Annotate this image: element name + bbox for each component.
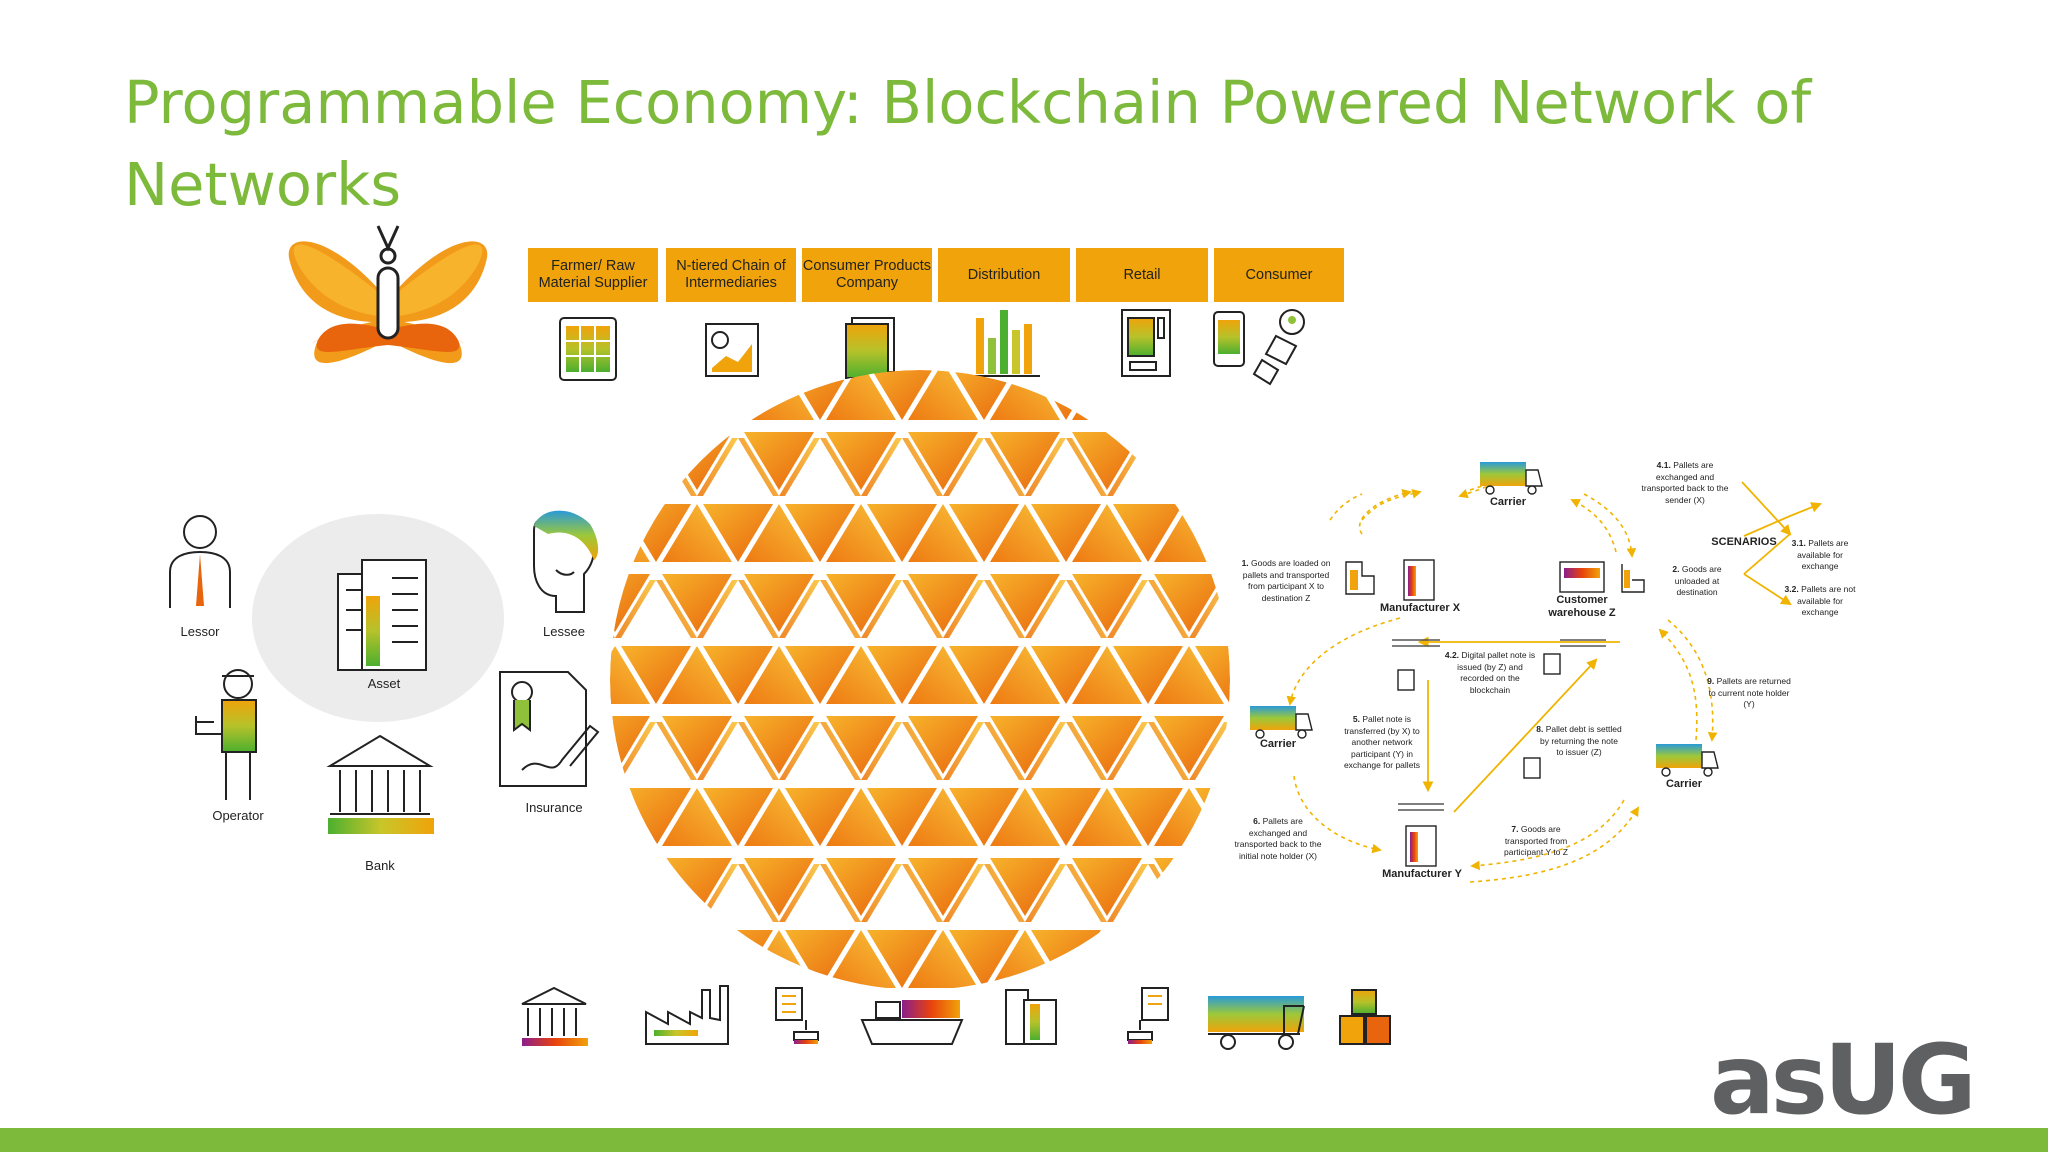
blockchain-mosaic — [610, 370, 1230, 990]
step-4-1: 4.1. Pallets are exchanged and transport… — [1641, 460, 1729, 505]
office-building-icon — [1005, 989, 1057, 1045]
bottom-bank-icon — [521, 986, 588, 1046]
stamp-checklist-icon — [775, 987, 819, 1044]
step-3-1: 3.1. Pallets are available for exchange — [1791, 538, 1849, 571]
manufacturer-x-label: Manufacturer X — [1379, 602, 1461, 614]
asug-logo: asUG — [1710, 1024, 1977, 1136]
chain-box-farmer: Farmer/ Raw Material Supplier — [528, 248, 658, 302]
carrier-truck-top-icon — [1480, 462, 1543, 495]
step-6: 6. Pallets are exchanged and transported… — [1234, 816, 1322, 861]
step-7: 7. Goods are transported from participan… — [1504, 824, 1568, 857]
carrier-left-label: Carrier — [1259, 738, 1297, 750]
document-stack-icon — [845, 317, 895, 379]
carrier-truck-right-icon — [1656, 744, 1719, 777]
vending-machine-icon — [1121, 309, 1171, 377]
scenarios-label: SCENARIOS — [1711, 536, 1777, 548]
carrier-top-label: Carrier — [1489, 496, 1527, 508]
manufacturer-y-icon — [1405, 825, 1437, 867]
tablet-grid-icon — [559, 317, 617, 381]
manufacturer-y-label: Manufacturer Y — [1382, 868, 1462, 880]
pallet-note-arrows — [1417, 481, 1823, 813]
carrier-right-label: Carrier — [1665, 778, 1703, 790]
operator-label: Operator — [212, 808, 264, 823]
step-5: 5. Pallet note is transferred (by X) to … — [1343, 714, 1421, 770]
step-9: 9. Pallets are returned to current note … — [1707, 676, 1791, 709]
lessee-icon — [533, 510, 599, 613]
butterfly-logo-icon — [288, 225, 488, 364]
warehouse-z-icon — [1559, 561, 1645, 593]
bar-chart-icon — [974, 310, 1040, 377]
lessee-label: Lessee — [543, 624, 585, 639]
truck-icon — [1208, 996, 1305, 1050]
lessor-label: Lessor — [180, 624, 220, 639]
carrier-truck-left-icon — [1250, 706, 1313, 739]
bottom-accent-bar — [0, 1128, 2048, 1152]
asset-label: Asset — [367, 676, 401, 691]
slide-title: Programmable Economy: Blockchain Powered… — [124, 68, 1812, 219]
lessor-icon — [169, 515, 231, 608]
chain-box-consumer: Consumer — [1214, 248, 1344, 302]
factory-icon — [645, 985, 729, 1045]
pallet-note-icons — [1392, 639, 1606, 811]
chain-box-intermediaries: N-tiered Chain of Intermediaries — [666, 248, 796, 302]
insurance-label: Insurance — [525, 800, 583, 815]
step-4-2: 4.2. Digital pallet note is issued (by Z… — [1444, 650, 1536, 695]
step-2: 2. Goods are unloaded at destination — [1672, 564, 1722, 597]
dashboard-chart-icon — [705, 323, 759, 377]
operator-icon — [195, 669, 257, 800]
cargo-ship-icon — [860, 1000, 964, 1045]
bank-icon — [326, 734, 434, 834]
step-3-2: 3.2. Pallets are not available for excha… — [1784, 584, 1856, 617]
step-8: 8. Pallet debt is settled by returning t… — [1536, 724, 1622, 757]
insurance-document-icon — [499, 671, 600, 787]
chain-box-distribution: Distribution — [938, 248, 1070, 302]
asset-building-icon — [337, 559, 427, 671]
manufacturer-x-icon — [1345, 559, 1435, 601]
bank-label: Bank — [365, 858, 395, 873]
step-1: 1. Goods are loaded on pallets and trans… — [1241, 558, 1331, 603]
chain-box-cpg: Consumer Products Company — [802, 248, 932, 302]
mobile-shopping-icon — [1213, 309, 1305, 386]
warehouse-z-label: Customer warehouse Z — [1548, 594, 1616, 619]
boxes-icon — [1339, 989, 1391, 1045]
chain-box-retail: Retail — [1076, 248, 1208, 302]
stamp-checklist-icon-2 — [1127, 987, 1169, 1044]
